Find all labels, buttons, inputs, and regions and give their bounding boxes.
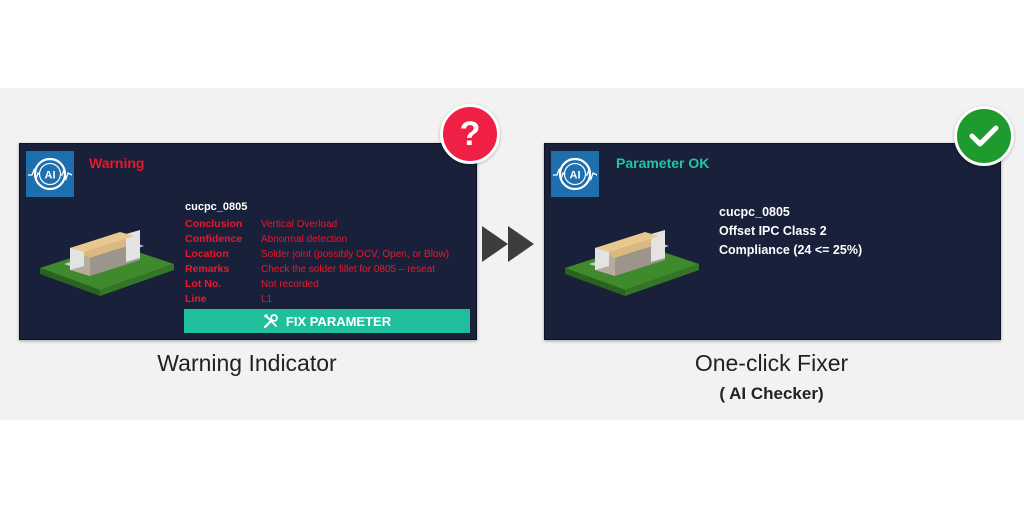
ok-ipc-class: Offset IPC Class 2 bbox=[719, 224, 827, 238]
info-value: Abnormal detection bbox=[261, 234, 348, 245]
warning-panel: AI Warning cucpc_0805 Conclusion Vertica… bbox=[19, 143, 477, 340]
info-row-location: Location Solder joint (possibly OCV, Ope… bbox=[185, 247, 449, 262]
ok-panel: AI Parameter OK cucpc_0805 Offset IPC Cl… bbox=[544, 143, 1001, 340]
info-key: Conclusion bbox=[185, 218, 243, 230]
fix-parameter-button[interactable]: FIX PARAMETER bbox=[184, 309, 470, 333]
info-key: Remarks bbox=[185, 263, 230, 275]
chip-component-image bbox=[565, 230, 699, 296]
question-icon: ? bbox=[440, 104, 500, 164]
fix-parameter-label: FIX PARAMETER bbox=[285, 313, 392, 329]
info-key: Line bbox=[185, 293, 207, 305]
part-name: cucpc_0805 bbox=[185, 201, 248, 213]
ai-logo-icon: AI bbox=[26, 151, 74, 197]
info-key: Location bbox=[185, 248, 229, 260]
ai-logo-text: AI bbox=[45, 170, 56, 182]
forward-arrows-icon bbox=[482, 226, 534, 262]
ok-part-name: cucpc_0805 bbox=[719, 205, 790, 219]
caption-ai-checker: ( AI Checker) bbox=[719, 384, 824, 403]
info-key: Confidence bbox=[185, 233, 243, 245]
info-value: Not recorded bbox=[261, 279, 319, 290]
chip-component-image bbox=[40, 230, 174, 296]
info-row-lot-no: Lot No. Not recorded bbox=[185, 277, 449, 292]
info-row-confidence: Confidence Abnormal detection bbox=[185, 232, 449, 247]
check-icon bbox=[954, 106, 1014, 166]
info-value: L1 bbox=[261, 294, 273, 305]
info-row-remarks: Remarks Check the solder fillet for 0805… bbox=[185, 262, 449, 277]
tools-icon bbox=[263, 314, 278, 329]
info-value: Vertical Overload bbox=[261, 219, 338, 230]
caption-one-click-fixer: One-click Fixer bbox=[694, 350, 849, 376]
warning-status-title: Warning bbox=[89, 155, 145, 171]
info-value: Check the solder fillet for 0805 – resea… bbox=[261, 264, 435, 275]
ok-status-title: Parameter OK bbox=[616, 155, 710, 171]
ai-logo-text: AI bbox=[570, 170, 581, 182]
caption-warning-indicator: Warning Indicator bbox=[157, 350, 337, 376]
info-row-conclusion: Conclusion Vertical Overload bbox=[185, 217, 449, 232]
info-row-line: Line L1 bbox=[185, 292, 449, 307]
ai-logo-icon: AI bbox=[551, 151, 599, 197]
question-symbol: ? bbox=[459, 115, 481, 153]
warning-info-table: Conclusion Vertical Overload Confidence … bbox=[185, 217, 449, 307]
info-key: Lot No. bbox=[185, 278, 222, 290]
ok-info-lines: cucpc_0805 Offset IPC Class 2 Compliance… bbox=[719, 203, 862, 260]
info-value: Solder joint (possibly OCV, Open, or Blo… bbox=[261, 249, 450, 260]
ok-compliance: Compliance (24 <= 25%) bbox=[719, 243, 863, 257]
